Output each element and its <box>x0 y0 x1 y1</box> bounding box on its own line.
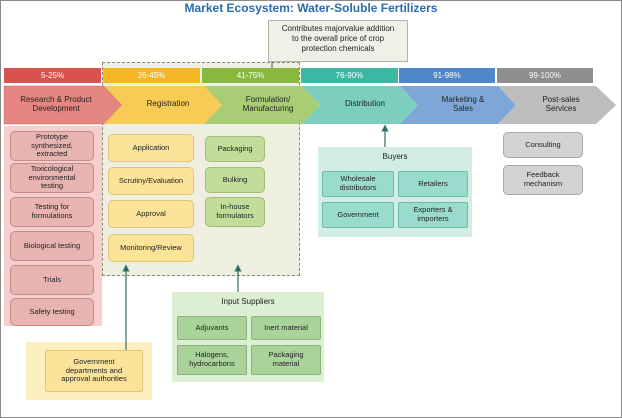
percent-marketing: 91-98% <box>399 68 495 83</box>
percent-distribution: 76-90% <box>301 68 398 83</box>
formulation-item-bulking: Bulking <box>205 167 265 193</box>
research-item-trials: Trials <box>10 265 94 295</box>
registration-item-application: Application <box>108 134 194 162</box>
value-addition-note: Contributes majorvalue addition to the o… <box>268 20 408 62</box>
supplier-adjuvants: Adjuvants <box>177 316 247 340</box>
stage-marketing-label: Marketing &Sales <box>441 94 485 113</box>
percent-post-sales: 99-100% <box>497 68 593 83</box>
chevron-post-sales <box>498 86 616 124</box>
registration-item-scrutiny: Scrutiny/Evaluation <box>108 167 194 195</box>
percent-formulation: 41-75% <box>202 68 299 83</box>
percent-research: 5-25% <box>4 68 101 83</box>
stage-registration-label: Registration <box>146 99 190 109</box>
stage-distribution-label: Distribution <box>344 99 385 109</box>
post-sales-consulting: Consulting <box>503 132 583 158</box>
research-item-biological-testing: Biological testing <box>10 231 94 261</box>
chevron-formulation <box>204 86 320 124</box>
registration-item-approval: Approval <box>108 200 194 228</box>
supplier-halogens: Halogens,hydrocarbons <box>177 345 247 375</box>
value-chain-arrows <box>3 85 616 125</box>
chevron-registration <box>104 86 222 124</box>
buyers-title: Buyers <box>382 152 408 161</box>
registration-item-monitoring: Monitoring/Review <box>108 234 194 262</box>
buyer-retailers: Retailers <box>398 171 468 197</box>
buyer-exporters: Exporters &importers <box>398 202 468 228</box>
diagram-title: Market Ecosystem: Water-Soluble Fertiliz… <box>184 1 438 15</box>
input-suppliers-title: Input Suppliers <box>221 297 275 306</box>
supplier-inert-material: Inert material <box>251 316 321 340</box>
formulation-item-packaging: Packaging <box>205 136 265 162</box>
chevron-distribution <box>302 86 418 124</box>
chevron-marketing <box>400 86 516 124</box>
stage-formulation-label: Formulation/Manufacturing <box>242 94 294 113</box>
research-item-safety-testing: Safety testing <box>10 298 94 326</box>
buyer-government: Government <box>322 202 394 228</box>
percent-registration: 26-45% <box>103 68 200 83</box>
